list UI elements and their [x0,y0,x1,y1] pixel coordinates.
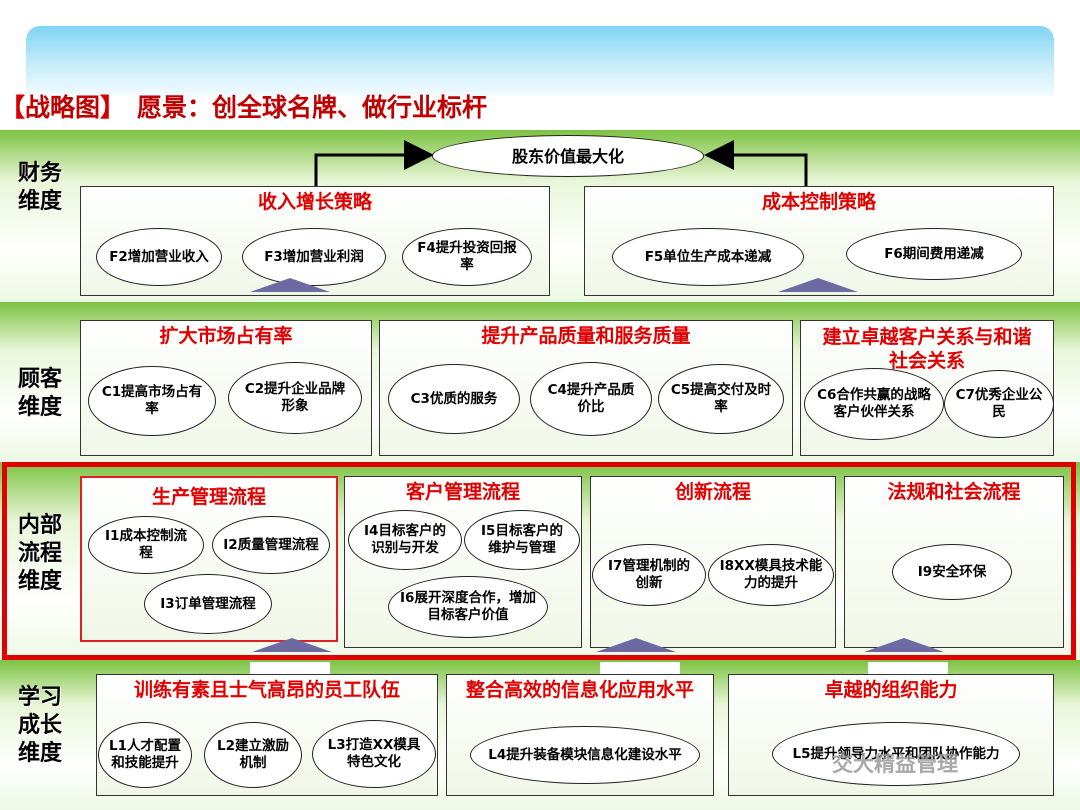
top-goal: 股东价值最大化 [432,135,704,177]
group-title: 整合高效的信息化应用水平 [465,679,694,701]
up-arrow [252,638,332,652]
group-title: 法规和社会流程 [887,481,1021,503]
dimension-learning: 学习成长维度 [18,685,63,766]
objective-i9: I9安全环保 [892,544,1012,600]
group-title: 客户管理流程 [405,481,520,503]
up-arrow [864,638,944,652]
objective-f2: F2增加营业收入 [96,228,222,286]
dimension-customer: 顾客维度 [18,367,63,420]
watermark: 交大精益管理 [832,752,958,776]
internal-highlight-frame [2,462,1076,660]
objective-f5: F5单位生产成本递减 [612,228,804,286]
objective-c1: C1提高市场占有率 [88,366,216,436]
page-title: 【战略图】愿景：创全球名牌、做行业标杆 [0,93,488,122]
up-arrow [596,638,676,652]
objective-i8: I8XX模具技术能力的提升 [708,544,834,606]
objective-c3: C3优质的服务 [388,364,520,434]
group-title: 成本控制策略 [761,191,876,213]
objective-l3: L3打造XX模具特色文化 [312,720,436,788]
header-banner [26,26,1054,96]
connector-stem [600,662,680,674]
up-arrow [778,278,858,292]
objective-c7: C7优秀企业公民 [944,370,1054,438]
up-arrow [250,278,330,292]
objective-f6: F6期间费用递减 [846,228,1022,280]
objective-f3: F3增加营业利润 [242,228,386,286]
objective-i3: I3订单管理流程 [144,574,272,634]
group-title: 扩大市场占有率 [159,325,293,347]
group-title: 生产管理流程 [151,486,266,508]
objective-i6: I6展开深度合作，增加目标客户价值 [388,576,548,638]
group-title: 提升产品质量和服务质量 [481,325,691,347]
objective-c4: C4提升产品质价比 [530,362,652,436]
objective-l5: L5提升领导力水平和团队协作能力 [772,722,1020,786]
group-title: 训练有素且士气高昂的员工队伍 [133,679,400,701]
objective-f4: F4提升投资回报率 [402,228,532,286]
group-title: 卓越的组织能力 [824,679,958,701]
connector-stem [868,662,948,674]
objective-i5: I5目标客户的维护与管理 [464,510,580,570]
dimension-finance: 财务维度 [18,161,63,214]
group-title: 收入增长策略 [257,191,372,213]
dimension-internal: 内部流程维度 [18,513,63,594]
objective-c5: C5提高交付及时率 [658,364,784,434]
objective-l4: L4提升装备模块信息化建设水平 [470,726,700,784]
objective-i1: I1成本控制流程 [88,516,204,574]
objective-l1: L1人才配置和技能提升 [98,722,192,788]
connector-stem [250,662,330,674]
vision-text: 愿景：创全球名牌、做行业标杆 [137,93,488,122]
objective-i7: I7管理机制的创新 [592,544,706,606]
objective-l2: L2建立激励机制 [204,722,302,788]
objective-c6: C6合作共赢的战略客户伙伴关系 [804,368,944,440]
objective-i2: I2质量管理流程 [212,516,330,574]
objective-c2: C2提升企业品牌形象 [228,362,362,434]
group-title: 创新流程 [674,481,751,503]
group-title: 建立卓越客户关系与和谐社会关系 [822,326,1032,372]
objective-i4: I4目标客户的识别与开发 [348,510,462,570]
